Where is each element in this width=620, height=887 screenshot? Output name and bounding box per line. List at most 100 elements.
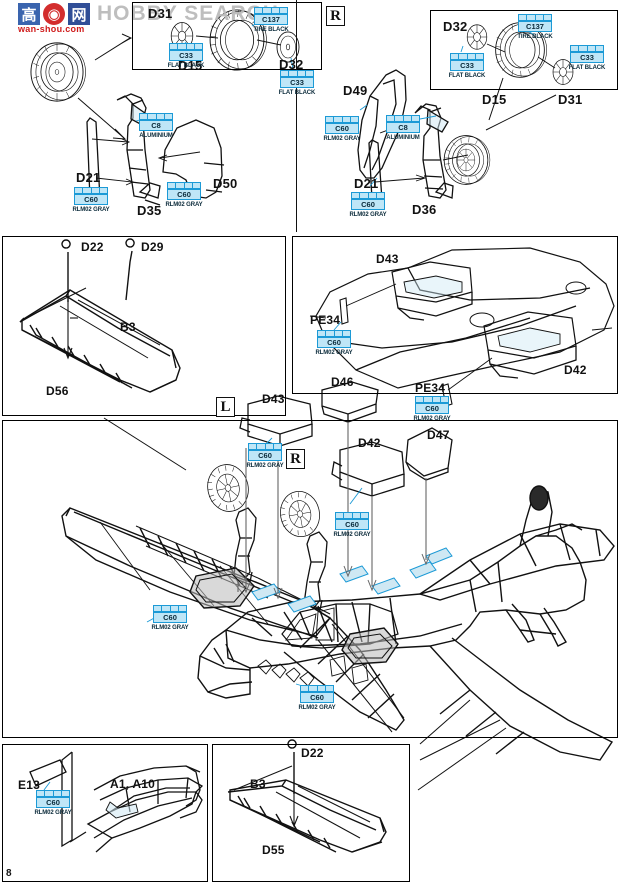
- paint-swatch-strip: [317, 330, 351, 337]
- paint-swatch-cell: [369, 193, 377, 198]
- paint-swatch-cell: [326, 331, 335, 336]
- paint-swatch-cell: [353, 513, 361, 518]
- logo-square-red: ◉: [43, 3, 65, 25]
- lr-marker-main-left: L: [216, 397, 235, 417]
- paint-code: C60: [317, 337, 351, 348]
- paint-swatch-cell: [334, 117, 343, 122]
- paint-swatch-strip: [248, 443, 282, 450]
- part-label-d35: D35: [137, 203, 162, 218]
- paint-code: C8: [386, 122, 420, 133]
- main-assembly-panel: [2, 420, 618, 738]
- paint-swatch-strip: [169, 43, 203, 50]
- right-wheel-assembly-panel: [430, 10, 618, 90]
- paint-swatch-strip: [450, 53, 484, 60]
- paint-swatch-cell: [336, 513, 345, 518]
- paint-swatch-strip: [167, 182, 201, 189]
- paint-swatch-strip: [153, 605, 187, 612]
- paint-name: RLM02 GRAY: [333, 531, 371, 538]
- paint-swatch-cell: [45, 791, 54, 796]
- paint-name: FLAT BLACK: [448, 72, 486, 79]
- paint-name: RLM02 GRAY: [165, 201, 203, 208]
- part-label-d22-wing: D22: [81, 240, 104, 254]
- watermark-url: wan-shou.com: [18, 24, 85, 34]
- page-number: 8: [6, 868, 12, 879]
- part-label-d22-bottom: D22: [301, 746, 324, 760]
- paint-swatch-cell: [306, 71, 313, 76]
- paint-swatch-cell: [318, 686, 326, 691]
- paint-swatch-cell: [476, 54, 483, 59]
- paint-swatch-cell: [318, 331, 327, 336]
- paint-swatch-strip: [280, 70, 314, 77]
- paint-swatch-cell: [266, 444, 274, 449]
- part-label-e13: E13: [18, 778, 40, 792]
- paint-swatch-cell: [62, 791, 69, 796]
- part-label-d31-top: D31: [148, 6, 173, 21]
- paint-swatch-cell: [326, 686, 333, 691]
- paint-swatch-strip: [325, 116, 359, 123]
- paint-swatch-cell: [274, 444, 281, 449]
- part-label-d42-detail: D42: [564, 363, 587, 377]
- paint-code: C137: [254, 14, 288, 25]
- paint-code: C8: [139, 120, 173, 131]
- left-wheel-assembly-panel: [132, 2, 322, 70]
- part-label-d15-top: D15: [178, 58, 203, 73]
- paint-swatch-cell: [326, 117, 335, 122]
- paint-swatch-strip: [254, 7, 288, 14]
- paint-swatch-strip: [300, 685, 334, 692]
- paint-code: C33: [280, 77, 314, 88]
- paint-swatch-cell: [433, 397, 441, 402]
- paint-swatch-cell: [459, 54, 468, 59]
- paint-swatch-cell: [544, 15, 551, 20]
- paint-swatch-cell: [280, 8, 287, 13]
- paint-swatch-cell: [100, 188, 107, 193]
- paint-swatch-cell: [596, 46, 603, 51]
- paint-swatch-strip: [335, 512, 369, 519]
- paint-swatch-cell: [351, 117, 358, 122]
- part-label-d43-detail: D43: [376, 252, 399, 266]
- paint-swatch-cell: [441, 397, 448, 402]
- part-label-pe34-upper: PE34: [310, 313, 341, 327]
- paint-swatch-strip: [74, 187, 108, 194]
- paint-swatch-cell: [178, 44, 187, 49]
- part-label-d36: D36: [412, 202, 437, 217]
- paint-swatch-cell: [255, 8, 264, 13]
- paint-swatch-cell: [571, 46, 580, 51]
- part-label-d42-main: D42: [358, 436, 381, 450]
- paint-swatch-cell: [168, 183, 177, 188]
- paint-swatch-cell: [272, 8, 280, 13]
- lr-marker-main-right: R: [286, 449, 305, 469]
- paint-swatch-cell: [377, 193, 384, 198]
- paint-swatch-strip: [386, 115, 420, 122]
- paint-swatch-strip: [415, 396, 449, 403]
- paint-code: C137: [518, 21, 552, 32]
- paint-code: C60: [325, 123, 359, 134]
- paint-code: C33: [570, 52, 604, 63]
- paint-swatch-cell: [154, 606, 163, 611]
- logo-square-blue: 高: [18, 3, 40, 25]
- part-label-b3-wing: B3: [120, 320, 136, 334]
- paint-swatch-cell: [83, 188, 92, 193]
- paint-swatch-cell: [343, 331, 350, 336]
- paint-swatch-cell: [140, 114, 149, 119]
- hobby-search-watermark: 高 ◉ 网 HOBBY SEARCH: [18, 2, 279, 26]
- paint-name: ALUMINIUM: [139, 132, 173, 139]
- paint-code: C60: [351, 199, 385, 210]
- paint-swatch-cell: [301, 686, 310, 691]
- paint-name: FLAT BLACK: [278, 89, 316, 96]
- watermark-text: HOBBY SEARCH: [97, 2, 279, 25]
- part-label-d43-main: D43: [262, 392, 285, 406]
- paint-swatch-cell: [37, 791, 46, 796]
- paint-swatch-cell: [519, 15, 528, 20]
- paint-name: RLM02 GRAY: [246, 462, 284, 469]
